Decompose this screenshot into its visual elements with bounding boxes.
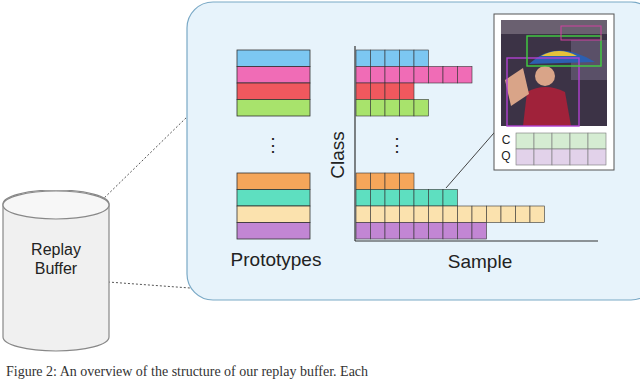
prototype-bar (237, 173, 310, 190)
zoom-line (108, 282, 190, 288)
sample-cell (400, 190, 415, 207)
prototype-bar (237, 67, 310, 84)
sample-cell (371, 67, 386, 84)
sample-cell (429, 67, 444, 84)
sample-cell (400, 50, 415, 67)
ellipsis-mark: ⋮ (388, 136, 406, 156)
axis-title: Class (328, 131, 349, 179)
sample-cell (414, 67, 429, 84)
prototype-bar (237, 223, 310, 240)
buffer-panel (187, 2, 640, 300)
sample-cell (371, 223, 386, 240)
prototype-bar (237, 206, 310, 223)
sample-cell (414, 50, 429, 67)
sample-cell (400, 100, 415, 117)
axis-title: Sample (448, 252, 512, 273)
sample-cell (371, 173, 386, 190)
zoom-line (96, 114, 190, 206)
feature-cell (552, 149, 570, 165)
sample-cell (443, 206, 458, 223)
sample-cell (400, 223, 415, 240)
sample-cell (385, 67, 400, 84)
feature-cell (516, 133, 534, 149)
sample-cell (414, 190, 429, 207)
sample-cell (530, 206, 545, 223)
sample-cell (472, 223, 487, 240)
sample-cell (356, 173, 371, 190)
sample-cell (458, 67, 473, 84)
sample-cell (385, 173, 400, 190)
row-label: Q (501, 150, 510, 163)
feature-cell (588, 133, 606, 149)
axis-title: Prototypes (231, 250, 322, 271)
sample-cell (414, 100, 429, 117)
prototype-bar (237, 83, 310, 100)
feature-cell (552, 133, 570, 149)
sample-cell (414, 206, 429, 223)
prototype-bar (237, 100, 310, 117)
feature-cell (534, 149, 552, 165)
sample-cell (385, 190, 400, 207)
feature-cell (516, 149, 534, 165)
sample-cell (400, 173, 415, 190)
sample-cell (414, 223, 429, 240)
sample-cell (356, 100, 371, 117)
sample-cell (371, 83, 386, 100)
sample-cell (371, 190, 386, 207)
sample-cell (371, 50, 386, 67)
sample-cell (356, 67, 371, 84)
feature-cell (588, 149, 606, 165)
feature-cell (570, 133, 588, 149)
sample-card (494, 14, 614, 170)
sample-cell (371, 206, 386, 223)
sample-cell (385, 100, 400, 117)
sample-cell (429, 223, 444, 240)
sample-cell (356, 190, 371, 207)
class-axis (354, 46, 355, 241)
sample-cell (516, 206, 531, 223)
leader-line (446, 126, 500, 188)
sample-cell (487, 206, 502, 223)
sample-cell (371, 100, 386, 117)
prototype-bar (237, 190, 310, 207)
sample-cell (356, 83, 371, 100)
sample-cell (472, 206, 487, 223)
feature-cell (534, 133, 552, 149)
sample-cell (429, 190, 444, 207)
sample-cell (356, 223, 371, 240)
feature-cell (570, 149, 588, 165)
sample-cell (443, 67, 458, 84)
sample-cell (443, 223, 458, 240)
sample-cell (400, 67, 415, 84)
sample-cell (385, 83, 400, 100)
row-label: C (502, 134, 511, 147)
figure-caption: Figure 2: An overview of the structure o… (6, 364, 368, 379)
sample-cell (458, 223, 473, 240)
sample-cell (443, 190, 458, 207)
sample-cell (429, 206, 444, 223)
sample-axis (355, 240, 598, 241)
prototype-bar (237, 50, 310, 67)
sample-cell (356, 206, 371, 223)
storage-cylinder: Replay Buffer (2, 190, 110, 352)
ellipsis-mark: ⋮ (264, 136, 282, 156)
sample-cell (385, 206, 400, 223)
sample-cell (400, 83, 415, 100)
node-label: Replay Buffer (20, 240, 92, 278)
sample-photo (501, 20, 607, 126)
sample-cell (356, 50, 371, 67)
sample-features (516, 133, 606, 165)
sample-cell (400, 206, 415, 223)
sample-cell (385, 223, 400, 240)
sample-cell (385, 50, 400, 67)
sample-cell (458, 206, 473, 223)
sample-cell (501, 206, 516, 223)
